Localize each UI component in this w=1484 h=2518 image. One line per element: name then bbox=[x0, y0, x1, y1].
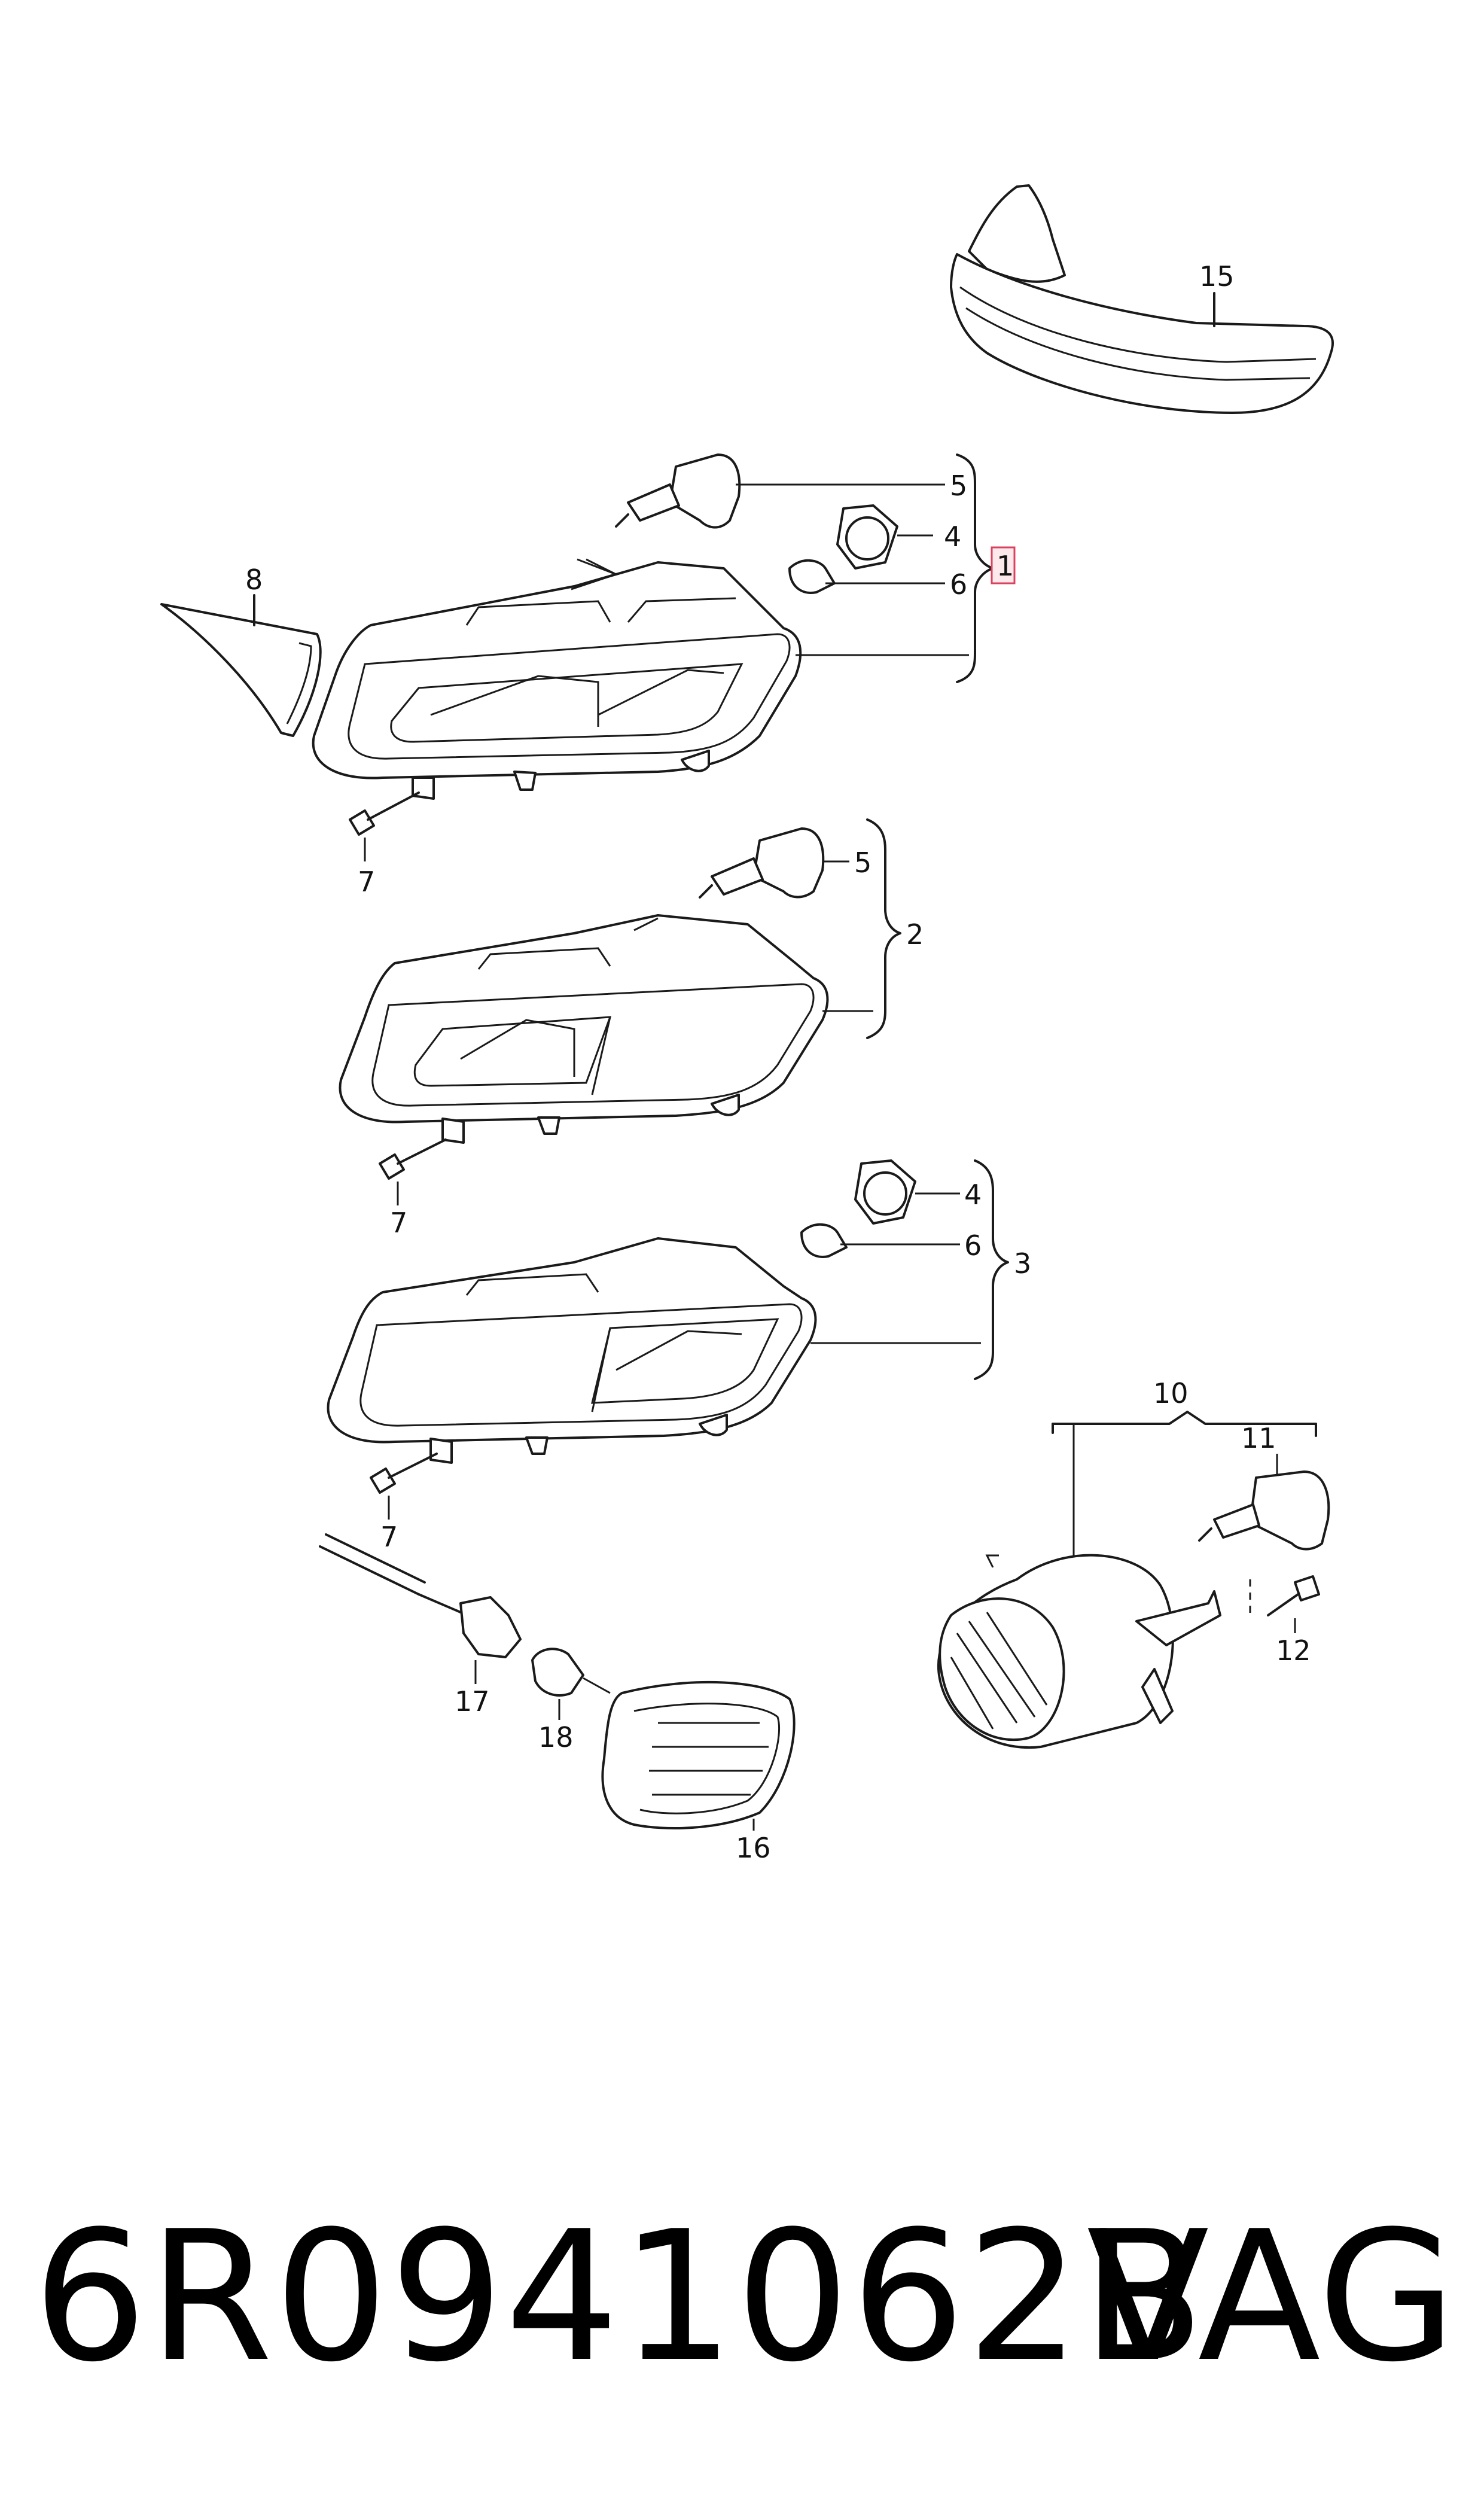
callout-1-highlight bbox=[991, 546, 1016, 584]
h11-bulb-part-11 bbox=[1198, 1454, 1330, 1615]
mirror-indicator-part-15 bbox=[950, 184, 1334, 414]
side-marker-lamp-part-16 bbox=[601, 1680, 796, 1831]
bulb-socket-part-4-lower bbox=[854, 1159, 960, 1225]
wedge-bulb-part-6-lower bbox=[800, 1223, 960, 1258]
wedge-bulb-part-6-top bbox=[788, 559, 945, 594]
footer: 6R0941062B VAG bbox=[33, 2184, 1456, 2411]
callout-15: 15 bbox=[1199, 260, 1235, 293]
callout-7-top: 7 bbox=[358, 866, 375, 898]
screw-part-7-lower bbox=[370, 1453, 438, 1520]
callout-16: 16 bbox=[736, 1832, 771, 1864]
fog-lamp-part-10 bbox=[937, 1411, 1317, 1749]
callout-18: 18 bbox=[538, 1721, 574, 1753]
callout-2: 2 bbox=[906, 918, 924, 951]
callout-12: 12 bbox=[1276, 1634, 1311, 1667]
callout-10: 10 bbox=[1153, 1377, 1189, 1409]
callout-5-top: 5 bbox=[950, 470, 967, 502]
h7-bulb-part-5-middle bbox=[633, 827, 849, 931]
trim-piece-part-8 bbox=[160, 594, 322, 737]
callout-17: 17 bbox=[455, 1685, 490, 1718]
callout-4-lower: 4 bbox=[964, 1179, 982, 1211]
wiring-harness-part-17 bbox=[319, 1533, 522, 1684]
bracket-group-3 bbox=[974, 1159, 1009, 1380]
callout-4-top: 4 bbox=[944, 520, 961, 553]
part-number: 6R0941062B bbox=[33, 2193, 1206, 2401]
screw-part-7-middle bbox=[379, 1138, 447, 1205]
screw-part-7-top bbox=[349, 791, 420, 861]
bracket-group-2 bbox=[866, 818, 901, 1039]
callout-3: 3 bbox=[1014, 1247, 1031, 1280]
callout-8: 8 bbox=[245, 564, 263, 596]
brand-label: VAG bbox=[1086, 2193, 1456, 2401]
callout-1: 1 bbox=[997, 550, 1014, 582]
callout-7-lower: 7 bbox=[380, 1521, 398, 1553]
headlight-assembly-part-3 bbox=[327, 1237, 981, 1464]
callout-6-top: 6 bbox=[950, 568, 967, 601]
wedge-bulb-part-18 bbox=[531, 1648, 611, 1720]
callout-6-lower: 6 bbox=[964, 1229, 982, 1262]
headlight-assembly-part-1 bbox=[312, 558, 969, 800]
callout-5-middle: 5 bbox=[854, 847, 871, 879]
screw-part-12 bbox=[1267, 1575, 1320, 1633]
bulb-socket-part-4-top bbox=[836, 504, 933, 570]
headlight-assembly-part-2 bbox=[339, 914, 873, 1144]
callout-7-middle: 7 bbox=[390, 1207, 407, 1239]
callout-11: 11 bbox=[1241, 1422, 1276, 1454]
h7-bulb-part-5-top bbox=[577, 453, 945, 576]
